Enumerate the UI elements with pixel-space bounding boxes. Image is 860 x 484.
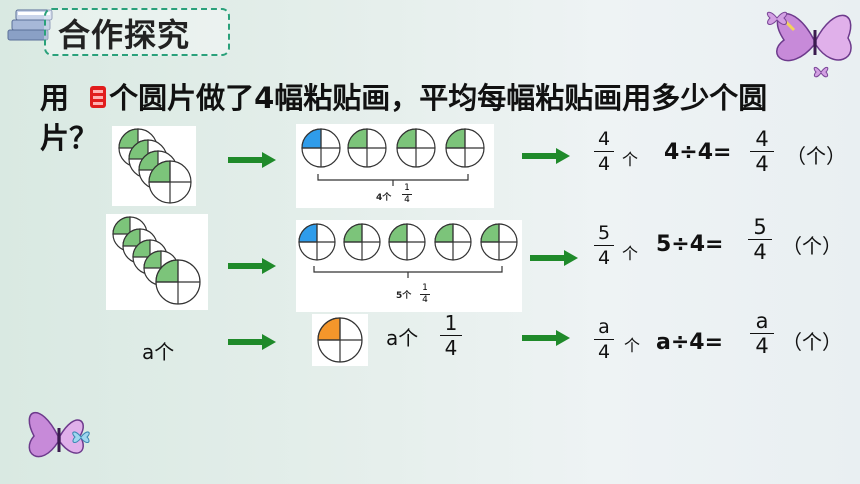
caption-label: 4个 <box>376 193 392 203</box>
answer-den: 4 <box>753 240 767 264</box>
question-prefix: 用 <box>40 81 70 115</box>
result-num: a <box>598 316 610 338</box>
result-den: 4 <box>597 247 611 269</box>
result-num: 5 <box>597 222 611 244</box>
butterfly-icon <box>812 64 830 84</box>
question-line2: 片？ <box>40 121 99 155</box>
orange-quarter-circle <box>312 314 368 370</box>
arrow-right-icon <box>228 152 276 168</box>
equation: 4÷4= <box>664 140 732 165</box>
result-den: 4 <box>597 341 611 363</box>
butterfly-icon <box>20 400 100 476</box>
equation: a÷4= <box>656 330 724 355</box>
caption-den: 4 <box>422 295 428 305</box>
stacked-circles-4 <box>112 126 196 206</box>
answer-unit: （个） <box>782 234 842 258</box>
butterfly-icon <box>764 8 790 32</box>
answer-num: 5 <box>753 215 767 239</box>
arrow-right-icon <box>522 148 570 164</box>
butterfly-icon <box>70 428 92 450</box>
book-stack-icon <box>6 6 58 44</box>
answer-unit: （个） <box>786 144 846 168</box>
unit-ge: 个 <box>622 150 639 169</box>
answer-num: 4 <box>755 127 769 151</box>
caption-den: 4 <box>404 195 410 205</box>
mid-den: 4 <box>444 336 458 360</box>
result-den: 4 <box>597 153 611 175</box>
arrow-right-icon <box>522 330 570 346</box>
caption-num: 1 <box>404 183 410 193</box>
unit-ge: 个 <box>622 244 639 263</box>
answer-den: 4 <box>755 334 769 358</box>
caption-num: 1 <box>422 283 428 293</box>
stacked-circles-5 <box>106 214 208 310</box>
equation: 5÷4= <box>656 232 724 257</box>
unit-ge: 个 <box>624 336 641 355</box>
answer-num: a <box>755 309 769 333</box>
mid-label: a个 <box>386 326 419 350</box>
result-num: 4 <box>597 128 611 150</box>
left-label: a个 <box>142 340 175 364</box>
page-title: 合作探究 <box>58 16 191 54</box>
question-line1: 个圆片做了4幅粘贴画，平均每幅粘贴画用多少个圆 <box>109 81 768 115</box>
arrow-right-icon <box>530 250 578 266</box>
title-box <box>44 8 230 56</box>
arrow-right-icon <box>228 258 276 274</box>
arrow-right-icon <box>228 334 276 350</box>
caption-label: 5个 <box>396 291 412 301</box>
answer-den: 4 <box>755 152 769 176</box>
butterfly-icon <box>764 0 860 84</box>
mid-num: 1 <box>444 311 458 335</box>
answer-unit: （个） <box>782 330 842 354</box>
hidden-number-mark <box>89 80 107 108</box>
